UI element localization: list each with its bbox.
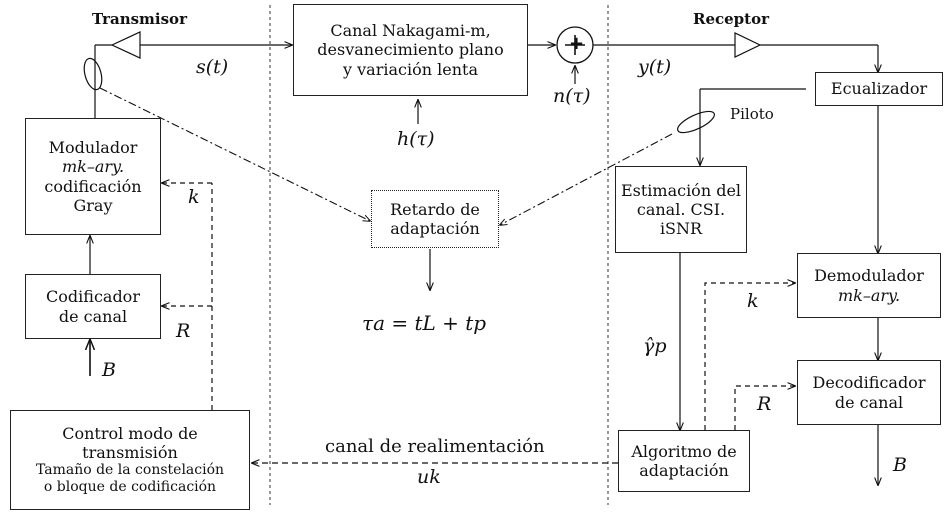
equalizer-block: Ecualizador [815, 72, 943, 106]
label-y-t: y(t) [638, 56, 672, 78]
channel-block: Canal Nakagami-m, desvanecimiento plano … [293, 4, 528, 96]
label-pilot: Piloto [730, 105, 774, 123]
label-gamma-p: γ̂p [643, 335, 667, 357]
label-u-k: uk [417, 466, 441, 488]
receiver-header: Receptor [693, 10, 770, 28]
adaptation-delay-block: Retardo de adaptación [371, 190, 499, 248]
label-k-tx: k [188, 186, 200, 208]
tx-sampling-ellipse [83, 57, 103, 91]
label-R-tx: R [176, 320, 191, 342]
summing-symbol: + [569, 33, 585, 54]
channel-coder-block: Codificador de canal [25, 274, 161, 339]
rx-antenna-icon [734, 32, 762, 58]
adaptation-algorithm-block: Algoritmo de adaptación [618, 430, 750, 492]
label-n-tau: n(τ) [553, 85, 591, 107]
label-B-in: B [102, 359, 116, 381]
transmitter-header: Transmisor [92, 10, 187, 28]
demodulator-block: Demodulador mk–ary. [797, 253, 941, 318]
label-B-out: B [893, 454, 907, 476]
channel-decoder-block: Decodificador de canal [797, 360, 941, 425]
label-feedback: canal de realimentación [325, 436, 545, 457]
channel-estimation-block: Estimación del canal. CSI. iSNR [615, 166, 747, 253]
label-s-t: s(t) [196, 56, 229, 78]
label-R-rx: R [757, 393, 772, 415]
pilot-ellipse [677, 110, 715, 134]
mode-control-block: Control modo de transmisión Tamaño de la… [10, 410, 250, 510]
label-k-rx: k [747, 290, 759, 312]
label-tau-a: τa = tL + tp [362, 311, 487, 335]
modulator-block: Modulador mk–ary. codificación Gray [25, 118, 161, 235]
label-h-tau: h(τ) [397, 128, 435, 150]
